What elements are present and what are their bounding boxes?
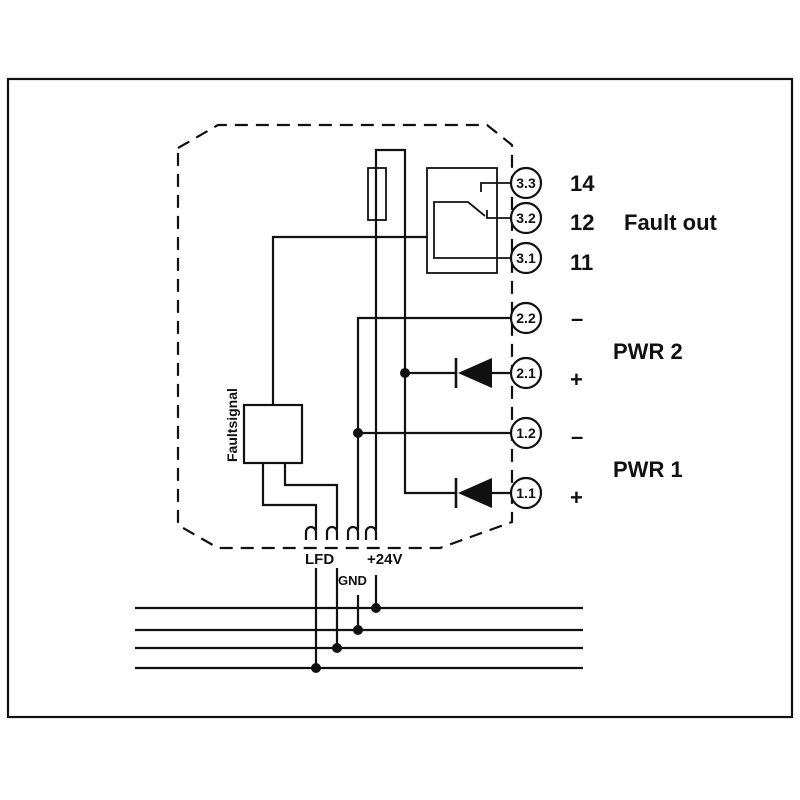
relay-switch-arm — [433, 201, 486, 240]
terminal-3-3: 3.3 — [509, 166, 543, 200]
pwr1-minus-label: – — [571, 424, 583, 449]
relay-common-11 — [433, 240, 511, 259]
module-housing-outline — [176, 123, 514, 550]
relay-contact-14 — [480, 182, 511, 192]
plus24v-label: +24V — [367, 551, 402, 568]
terminal-label: 3.1 — [516, 250, 536, 266]
terminal-3-1: 3.1 — [509, 241, 543, 275]
junction-dot — [371, 603, 381, 613]
pin-label-11: 11 — [570, 250, 593, 275]
terminal-label: 1.1 — [516, 485, 536, 501]
pwr1-label: PWR 1 — [613, 457, 683, 482]
gnd-label: GND — [338, 573, 367, 588]
wire-gnd-internal — [356, 316, 511, 530]
terminal-2-2: 2.2 — [509, 301, 543, 335]
wire-faultsignal-to-gnd — [283, 463, 339, 530]
pwr2-minus-label: – — [571, 306, 583, 331]
outer-frame — [6, 77, 794, 719]
relay-contact-12 — [486, 210, 511, 219]
junction-dot — [311, 663, 321, 673]
pwr2-plus-label: + — [570, 367, 583, 392]
wire-24v-internal — [374, 148, 455, 530]
terminal-3-2: 3.2 — [509, 201, 543, 235]
junction-dot — [353, 428, 363, 438]
relay-box — [426, 167, 498, 274]
wire-faultsignal-to-lfd — [261, 463, 318, 530]
pin-label-14: 14 — [570, 171, 595, 196]
wire-faultsignal-to-relay — [271, 235, 427, 405]
terminal-label: 1.2 — [516, 425, 536, 441]
terminal-2-1: 2.1 — [509, 356, 543, 390]
terminal-label: 3.2 — [516, 210, 536, 226]
terminal-1-2: 1.2 — [509, 416, 543, 450]
fault-out-label: Fault out — [624, 210, 718, 235]
terminal-label: 2.1 — [516, 365, 536, 381]
terminal-label: 3.3 — [516, 175, 536, 191]
pwr2-label: PWR 2 — [613, 339, 683, 364]
diode-pwr1 — [454, 478, 492, 508]
faultsignal-label: Faultsignal — [224, 388, 240, 462]
lfd-label: LFD — [305, 551, 334, 568]
junction-dot — [332, 643, 342, 653]
bus-connector — [304, 525, 378, 540]
junction-dot — [400, 368, 410, 378]
terminal-label: 2.2 — [516, 310, 536, 326]
pwr1-plus-label: + — [570, 485, 583, 510]
terminal-1-1: 1.1 — [509, 476, 543, 510]
diode-pwr2 — [454, 358, 492, 388]
faultsignal-module — [242, 403, 304, 465]
pin-label-12: 12 — [570, 210, 594, 235]
junction-dot — [353, 625, 363, 635]
